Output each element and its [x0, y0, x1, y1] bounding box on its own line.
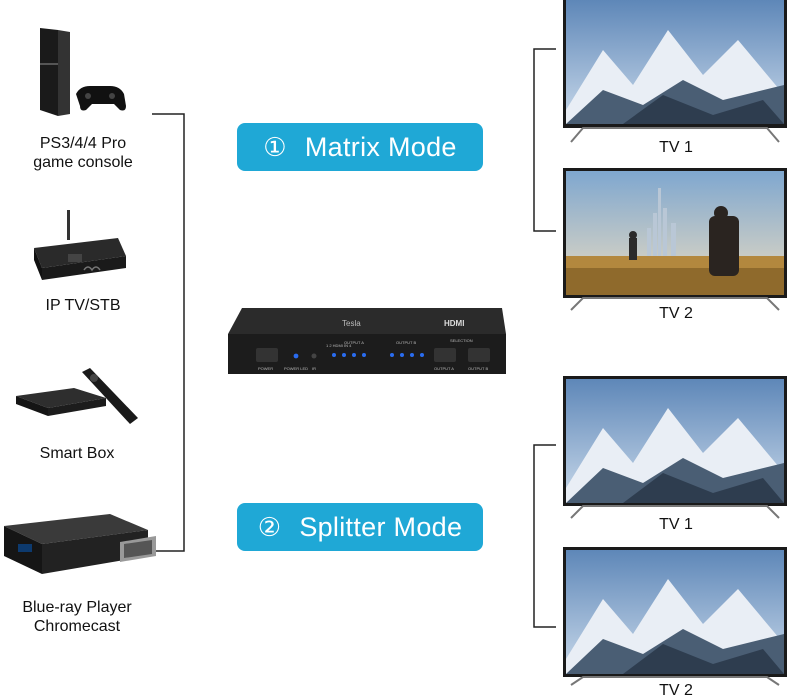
source-label-console: PS3/4/4 Pro game console — [33, 135, 133, 171]
matrix-output-bracket — [533, 48, 556, 232]
tv-1-splitter — [563, 376, 787, 519]
game-console-icon — [40, 28, 126, 116]
power-label: POWER — [258, 366, 273, 371]
bluray-player-icon — [4, 514, 156, 574]
mode-label: Splitter Mode — [299, 511, 463, 542]
power-led-label: POWER LED — [284, 366, 308, 371]
mode-label: Matrix Mode — [304, 131, 457, 162]
source-label-bluray: Blue-ray Player Chromecast — [22, 599, 132, 635]
tv-2-matrix — [563, 168, 787, 311]
output-a-button-label: OUTPUT A — [434, 366, 454, 371]
output-a-group-label: OUTPUT A — [344, 340, 364, 345]
ports-label: 1 2 HDMI IN 4 — [326, 343, 352, 348]
hdmi-logo: HDMI — [444, 319, 464, 328]
device-brand: Tesla — [342, 319, 361, 328]
mode-number: ② — [257, 511, 282, 542]
output-b-button-label: OUTPUT B — [468, 366, 488, 371]
source-bracket-line — [152, 113, 185, 552]
tv-1-matrix — [563, 0, 787, 143]
source-label-iptv: IP TV/STB — [45, 297, 121, 314]
tv-label: TV 2 — [659, 682, 693, 699]
splitter-output-bracket — [533, 444, 556, 628]
ir-label: IR — [312, 366, 316, 371]
smart-box-icon — [16, 368, 138, 424]
selection-label: SELECTION — [450, 338, 473, 343]
mode-number: ① — [263, 131, 287, 162]
tv-label: TV 1 — [659, 139, 693, 156]
matrix-mode-badge: ① Matrix Mode — [237, 123, 483, 171]
tv-label: TV 1 — [659, 516, 693, 533]
hdmi-matrix-switch: Tesla HDMI POWER POWER LED IR 1 2 HDMI I… — [228, 308, 506, 374]
tv-label: TV 2 — [659, 305, 693, 322]
output-b-group-label: OUTPUT B — [396, 340, 416, 345]
tv-2-splitter — [563, 547, 787, 686]
splitter-mode-badge: ② Splitter Mode — [237, 503, 483, 551]
source-label-smartbox: Smart Box — [39, 445, 115, 462]
iptv-box-icon — [34, 210, 126, 280]
